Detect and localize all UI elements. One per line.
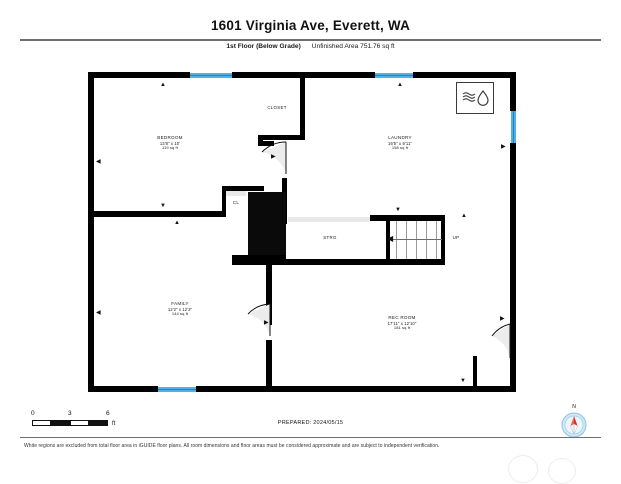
direction-arrow-down-icon: ▼ [395, 207, 401, 213]
floor-subtitle: 1st Floor (Below Grade) Unfinished Area 7… [0, 43, 621, 50]
room-label-family: FAMILY 12'2" x 12'3" 144 sq ft [150, 301, 210, 317]
interior-wall-cl-left [222, 186, 226, 217]
room-label-recroom: REC ROOM 17'11" x 12'10" 181 sq ft [368, 315, 436, 331]
window-top-laundry-line [375, 74, 413, 76]
interior-wall-storage-top [370, 215, 445, 221]
direction-arrow-right-icon: ▶ [500, 316, 505, 322]
interior-wall-stairs-right [441, 215, 445, 265]
room-dimensions: 13'8" x 10' [159, 140, 181, 146]
scale-segment [89, 420, 108, 426]
interior-wall-storage-bottom [232, 259, 445, 265]
interior-wall-bedroom-family [94, 211, 224, 217]
watermark-circle [548, 458, 576, 484]
exterior-wall-top-left [88, 72, 190, 78]
room-area: 158 sq ft [391, 144, 409, 150]
stair-tread [396, 221, 397, 259]
area-label: Unfinished Area 751.76 sq ft [311, 43, 395, 50]
room-name: REC ROOM [388, 315, 416, 320]
compass-rose: N [556, 404, 592, 442]
exterior-wall-right-upper [510, 72, 516, 111]
room-name: FAMILY [171, 301, 189, 306]
interior-wall-bedroom-laundry [282, 178, 287, 192]
exterior-wall-top-middle [232, 72, 375, 78]
exterior-wall-top-right [413, 72, 516, 78]
interior-wall-stub-bottom-right [473, 356, 477, 386]
scale-tick-3: 3 [68, 410, 72, 417]
interior-wall-stairs-left [386, 215, 390, 265]
stair-tread [416, 221, 417, 259]
direction-arrow-left-icon: ◀ [96, 159, 101, 165]
exterior-wall-left [88, 72, 94, 392]
stair-direction-line [392, 239, 442, 240]
header-divider [20, 39, 601, 41]
laundry-utility-icon [462, 90, 489, 106]
room-dimensions: 17'11" x 12'10" [387, 320, 417, 326]
direction-arrow-up-icon: ▲ [397, 82, 403, 88]
window-right-laundry-line [512, 111, 514, 143]
direction-arrow-down-icon: ▼ [460, 378, 466, 384]
direction-arrow-down-icon: ▼ [160, 203, 166, 209]
direction-arrow-up-icon: ▲ [461, 213, 467, 219]
door-recroom-swing-icon [491, 323, 511, 358]
direction-arrow-down-icon: ▶ [271, 154, 276, 160]
exterior-wall-bottom-left [88, 386, 158, 392]
room-area: 144 sq ft [171, 310, 189, 316]
room-area: 119 sq ft [162, 144, 178, 150]
scale-segment [70, 420, 89, 426]
room-name: LAUNDRY [388, 135, 412, 140]
direction-arrow-up-icon: ▲ [174, 220, 180, 226]
compass-north-label: N [572, 404, 576, 410]
page-title: 1601 Virginia Ave, Everett, WA [210, 18, 411, 33]
scale-segment [51, 420, 70, 426]
room-label-closet: CLOSET [267, 105, 287, 110]
direction-arrow-right-icon: ▶ [264, 320, 269, 326]
interior-wall-family-rec [266, 265, 272, 325]
exterior-wall-bottom-right [196, 386, 516, 392]
stair-direction-arrow-icon: ◀ [387, 234, 394, 243]
door-bedroom-swing-icon [261, 141, 287, 174]
room-dimensions: 12'2" x 12'3" [167, 306, 193, 312]
room-name: BEDROOM [157, 135, 183, 140]
compass-icon [561, 412, 587, 438]
footer-divider [20, 437, 601, 439]
interior-wall-storage-top-grey [288, 217, 370, 222]
door-family-swing-icon [247, 303, 271, 336]
interior-wall-core-bottom [232, 255, 286, 261]
direction-arrow-right-icon: ▶ [501, 144, 506, 150]
exterior-wall-right-lower [510, 143, 516, 392]
direction-arrow-up-icon: ▲ [160, 82, 166, 88]
room-label-bedroom: BEDROOM 13'8" x 10' 119 sq ft [140, 135, 200, 151]
interior-wall-cl-shelf [226, 191, 246, 196]
scale-segment [32, 420, 51, 426]
window-top-bedroom-line [190, 74, 232, 76]
interior-wall-family-rec-lower [266, 340, 272, 386]
room-label-laundry: LAUNDRY 16'5" x 9'11" 158 sq ft [370, 135, 430, 151]
scale-tick-6: 6 [106, 410, 110, 417]
room-area: 181 sq ft [393, 324, 411, 330]
room-dimensions: 16'5" x 9'11" [388, 140, 412, 146]
scale-tick-0: 0 [31, 410, 35, 417]
interior-wall-closet-stub [258, 141, 274, 146]
interior-wall-closet-step [258, 135, 263, 146]
direction-arrow-left-icon: ◀ [96, 310, 101, 316]
scale-unit-label: ft [112, 421, 116, 427]
stair-tread [436, 221, 437, 259]
utility-icon-box [456, 82, 494, 114]
disclaimer-text: White regions are excluded from total fl… [24, 443, 440, 449]
floor-label: 1st Floor (Below Grade) [226, 43, 301, 50]
scale-bar [32, 420, 132, 428]
stair-label-up: UP [452, 235, 460, 240]
interior-wall-closet-right-vert [300, 78, 305, 140]
room-label-cl: CL [232, 200, 240, 205]
prepared-date: PREPARED: 2024/05/15 [277, 420, 344, 426]
stair-tread [406, 221, 407, 259]
room-label-storage: STRG [323, 235, 337, 240]
interior-wall-cl-top [222, 186, 264, 191]
watermark-circle [508, 455, 538, 483]
window-bottom-family-line [158, 388, 196, 390]
mechanical-core [248, 192, 286, 260]
interior-wall-closet-bottom [258, 135, 305, 140]
stair-tread [426, 221, 427, 259]
